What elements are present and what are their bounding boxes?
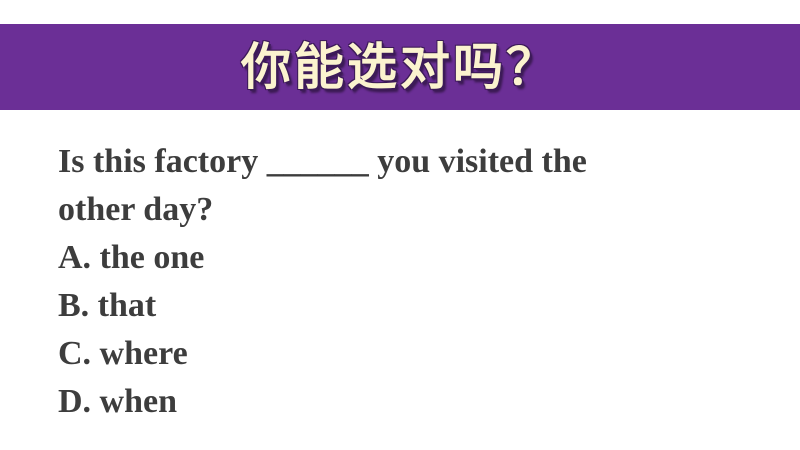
banner-title: 你能选对吗？ [241, 38, 559, 96]
question-line-1: Is this factory ______ you visited the [58, 143, 587, 180]
title-banner: 你能选对吗？ [0, 24, 800, 110]
question-line-2: other day? [58, 191, 214, 228]
option-c: C. where [58, 335, 188, 372]
question-text: Is this factory ______ you visited the o… [58, 138, 758, 234]
option-a: A. the one [58, 239, 205, 276]
answer-options: A. the one B. that C. where D. when [58, 234, 204, 426]
option-b: B. that [58, 287, 157, 324]
option-d: D. when [58, 383, 178, 420]
